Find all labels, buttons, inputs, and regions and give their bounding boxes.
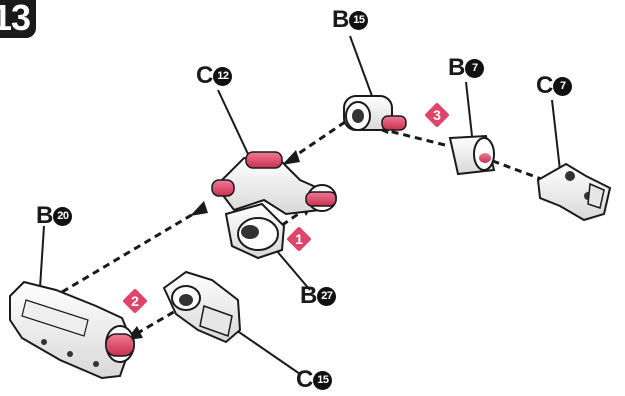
leader-b20	[39, 225, 45, 289]
step-number-box: 13	[0, 0, 36, 38]
leader-lines	[39, 35, 561, 375]
leader-b15	[349, 35, 373, 97]
leader-b27	[275, 249, 311, 291]
part-c7	[536, 162, 612, 222]
leader-b7	[465, 81, 473, 137]
label-c15: C 15	[296, 366, 333, 394]
arrow-b20-to-c12	[61, 208, 201, 294]
label-b7: B 7	[448, 54, 485, 82]
part-b15	[343, 95, 407, 131]
order-badge-2: 2	[122, 288, 148, 314]
arrow-b15-to-c12	[291, 120, 346, 160]
arrow-c15-to-b20	[135, 304, 185, 336]
label-b27: B 27	[300, 282, 337, 310]
part-c12	[211, 151, 337, 216]
order-badge-1: 1	[286, 226, 312, 252]
step-number: 13	[0, 0, 31, 38]
part-c15	[162, 270, 242, 344]
leader-c12	[217, 89, 249, 155]
label-b20: B 20	[36, 202, 73, 230]
part-b20	[9, 280, 135, 380]
leader-c7	[551, 99, 561, 171]
label-c7: C 7	[536, 72, 573, 100]
part-b7	[448, 134, 496, 176]
arrowhead-3	[190, 201, 208, 216]
arrow-b7-to-b15	[384, 128, 446, 147]
label-c12: C 12	[196, 62, 233, 90]
arrow-c7-to-b7	[489, 158, 545, 182]
arrowhead-1	[282, 150, 300, 165]
part-b27	[224, 202, 286, 260]
leader-c15	[235, 329, 301, 375]
order-badge-3: 3	[424, 102, 450, 128]
label-b15: B 15	[332, 6, 369, 34]
